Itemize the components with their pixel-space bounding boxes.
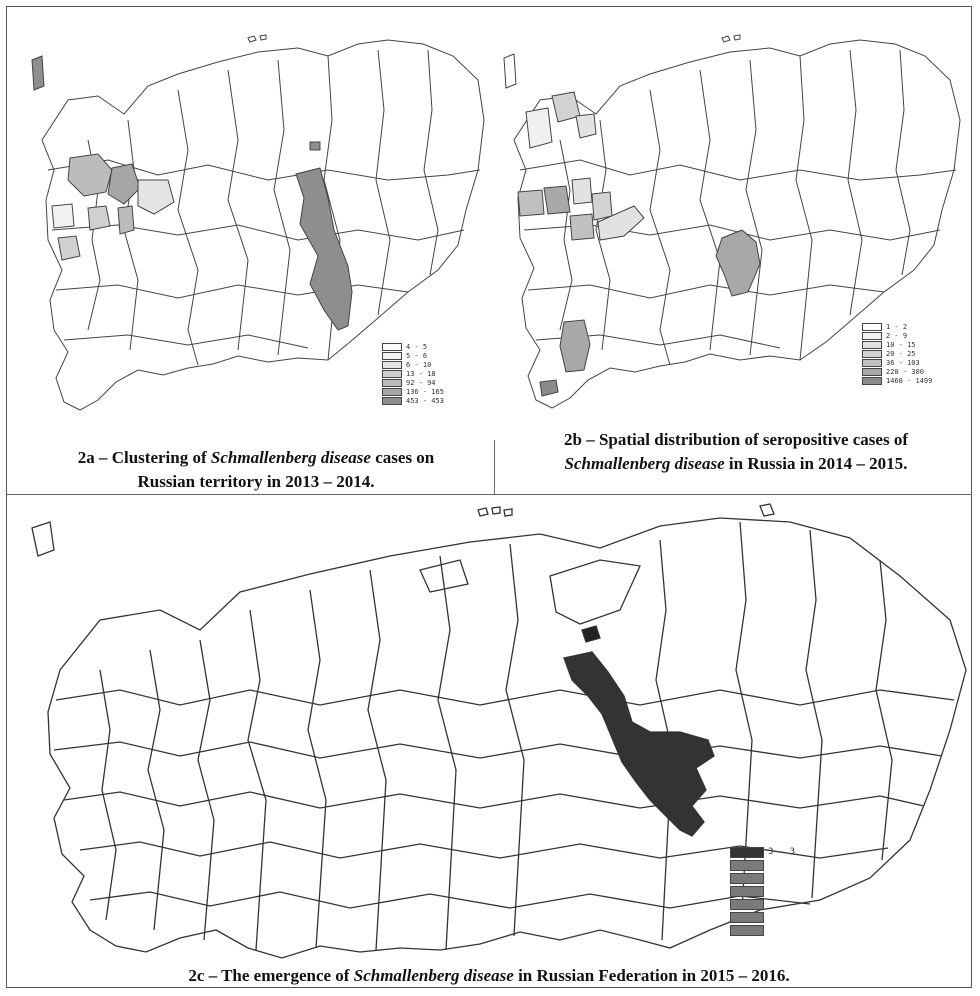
legend-swatch <box>862 340 882 349</box>
legend-label: 20 - 25 <box>886 349 916 358</box>
legend-row <box>730 885 795 897</box>
legend-label: 10 - 15 <box>886 340 916 349</box>
legend-row: 10 - 15 <box>862 340 932 349</box>
caption-2c: 2c – The emergence of Schmallenberg dise… <box>188 966 790 985</box>
legend-row: 92 - 94 <box>382 378 444 387</box>
legend-row: 1 - 2 <box>862 322 932 331</box>
legend-swatch <box>382 369 402 378</box>
legend-row: 220 - 300 <box>862 367 932 376</box>
map-2b-svg <box>503 34 961 409</box>
caption-2a-line2: Russian territory in 2013 – 2014. <box>137 472 375 491</box>
legend-row <box>730 924 795 936</box>
legend-label: 2 - 9 <box>886 331 908 340</box>
legend-row: 20 - 25 <box>862 349 932 358</box>
legend-swatch <box>382 387 402 396</box>
legend-label: 92 - 94 <box>406 378 436 387</box>
caption-2b-line1: 2b – Spatial distribution of seropositiv… <box>564 430 908 449</box>
legend-swatch <box>862 331 882 340</box>
map-panel-2c <box>20 500 970 960</box>
legend-label: 36 - 103 <box>886 358 920 367</box>
legend-row: 136 - 165 <box>382 387 444 396</box>
legend-swatch <box>382 378 402 387</box>
legend-label: 136 - 165 <box>406 387 444 396</box>
legend-swatch <box>862 358 882 367</box>
figure-frame <box>6 6 972 988</box>
legend-swatch <box>730 846 764 858</box>
legend-label: 3 - 3 <box>768 847 796 857</box>
legend-row <box>730 911 795 923</box>
legend-label: 1 - 2 <box>886 322 908 331</box>
legend-row <box>730 872 795 884</box>
legend-swatch <box>382 342 402 351</box>
panel-divider-horizontal <box>6 494 972 495</box>
legend-swatch <box>862 376 882 385</box>
legend-swatch <box>862 349 882 358</box>
legend-row: 13 - 18 <box>382 369 444 378</box>
legend-row: 453 - 453 <box>382 396 444 405</box>
legend-swatch <box>862 367 882 376</box>
legend-row: 36 - 103 <box>862 358 932 367</box>
caption-2a-line1: 2a – Clustering of Schmallenberg disease… <box>77 448 435 467</box>
legend-swatch <box>730 911 764 923</box>
legend-swatch <box>862 322 882 331</box>
legend-swatch <box>382 351 402 360</box>
legend-label: 5 - 6 <box>406 351 428 360</box>
legend-swatch <box>730 885 764 897</box>
legend-row: 2 - 9 <box>862 331 932 340</box>
legend-label: 6 - 10 <box>406 360 432 369</box>
legend-row <box>730 898 795 910</box>
legend-row: 5 - 6 <box>382 351 444 360</box>
panel-divider-vertical <box>494 440 495 494</box>
legend-row: 4 - 5 <box>382 342 444 351</box>
legend-swatch <box>730 898 764 910</box>
legend-row <box>730 859 795 871</box>
legend-label: 453 - 453 <box>406 396 444 405</box>
legend-label: 220 - 300 <box>886 367 924 376</box>
legend-swatch <box>382 396 402 405</box>
legend-row: 1460 - 1499 <box>862 376 932 385</box>
legend-label: 1460 - 1499 <box>886 376 933 385</box>
caption-2a: 2a – Clustering of Schmallenberg disease… <box>20 446 492 494</box>
legend-swatch <box>382 360 402 369</box>
legend-2c: 3 - 3 <box>730 846 795 937</box>
legend-label: 4 - 5 <box>406 342 428 351</box>
legend-label: 13 - 18 <box>406 369 436 378</box>
caption-2b-line2: Schmallenberg disease in Russia in 2014 … <box>564 454 908 473</box>
legend-swatch <box>730 924 764 936</box>
legend-swatch <box>730 859 764 871</box>
legend-row: 6 - 10 <box>382 360 444 369</box>
caption-2b: 2b – Spatial distribution of seropositiv… <box>500 428 972 476</box>
legend-swatch <box>730 872 764 884</box>
map-panel-2b <box>500 30 970 425</box>
map-2c-svg <box>31 503 967 959</box>
map-panel-2a <box>28 30 494 440</box>
legend-row: 3 - 3 <box>730 846 795 858</box>
map-2a-svg <box>31 34 485 411</box>
